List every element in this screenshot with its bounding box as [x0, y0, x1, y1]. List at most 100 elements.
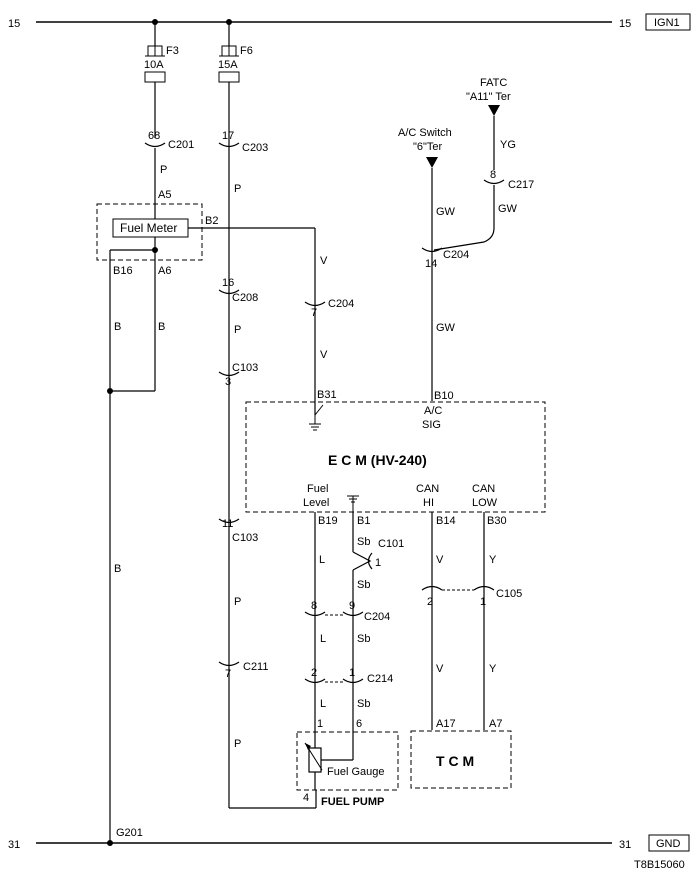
- ecm-module: B10 A/C SIG E C M (HV-240) Fuel Level CA…: [245, 390, 546, 527]
- tcm-module: T C M: [410, 730, 512, 789]
- c105-name: C105: [496, 588, 522, 600]
- c217-pin: 8: [490, 169, 496, 181]
- gnd-tag: GND: [656, 838, 681, 850]
- can-wires: V Y 2 1 C105 V Y A17 A7: [421, 512, 522, 730]
- ground-g201: G201: [116, 827, 143, 839]
- c204-gw-pin: 14: [425, 258, 437, 270]
- fuel-pump-label: FUEL PUMP: [321, 796, 384, 808]
- c208-name: C208: [232, 292, 258, 304]
- wire-p-f6-3: P: [234, 596, 241, 608]
- gnd-rail: 31 31 GND: [8, 834, 690, 852]
- c214-pair-pin-a: 2: [311, 667, 317, 679]
- ign1-tag: IGN1: [654, 17, 680, 29]
- c105-pin-a: 2: [427, 596, 433, 608]
- ecm-ac-sig-2: SIG: [422, 419, 441, 431]
- fuel-meter: Fuel Meter A5 B2 B16 A6 B B B G201: [96, 189, 315, 846]
- wire-v-label-1: V: [320, 255, 328, 267]
- wire-b-label-1: B: [114, 321, 121, 333]
- wire-l-label-3: L: [320, 698, 326, 710]
- fuel-meter-pin-b2: B2: [205, 215, 218, 227]
- ac-switch-input: A/C Switch "6"Ter GW 14 C204 GW: [398, 127, 469, 401]
- rail-bottom-number-right: 31: [619, 839, 631, 851]
- wire-yg-label: YG: [500, 139, 516, 151]
- wire-gw-fatc: GW: [498, 203, 518, 215]
- fuel-meter-label: Fuel Meter: [120, 221, 177, 235]
- rail-top-number-right: 15: [619, 18, 631, 30]
- fatc-input: FATC "A11" Ter YG 8 C217 GW: [433, 77, 534, 251]
- c203-name: C203: [242, 142, 268, 154]
- wire-y-can-low-2: Y: [489, 663, 497, 675]
- wire-l-label-1: L: [319, 554, 325, 566]
- c203-pin: 17: [222, 130, 234, 142]
- rail-bottom-number-left: 31: [8, 839, 20, 851]
- fuse-f6-name: F6: [240, 45, 253, 57]
- ac-switch-line2: "6"Ter: [413, 141, 443, 153]
- v-wire: V C204 7 V B31: [304, 228, 354, 431]
- ac-switch-line1: A/C Switch: [398, 127, 452, 139]
- ecm-pin-b14: B14: [436, 515, 456, 527]
- ecm-title: E C M (HV-240): [328, 452, 427, 468]
- c103a-name: C103: [232, 362, 258, 374]
- wire-b-label-3: B: [114, 563, 121, 575]
- c211-pin: 7: [225, 668, 231, 680]
- c201-pin: 68: [148, 130, 160, 142]
- c204-pair-name: C204: [364, 611, 390, 623]
- c204-gw-name: C204: [443, 249, 469, 261]
- wire-p-label: P: [160, 164, 167, 176]
- fuel-level-wire: L L L: [314, 512, 326, 747]
- ecm-ac-sig-1: A/C: [424, 405, 442, 417]
- c105-pin-b: 1: [480, 596, 486, 608]
- fuse-f3-rating: 10A: [144, 59, 164, 71]
- fuel-pump: 1 6 Fuel Gauge 4 FUEL PUMP: [296, 718, 399, 808]
- ecm-pin-b10: B10: [434, 390, 454, 402]
- c103b-pin: 11: [222, 518, 233, 530]
- f6-branch: F6 15A 17 C203 P 16 C208 P C103 3 11 C10…: [218, 19, 316, 809]
- fatc-line1: FATC: [480, 77, 507, 89]
- wire-p-f6-2: P: [234, 324, 241, 336]
- c103b-name: C103: [232, 532, 258, 544]
- c217-name: C217: [508, 179, 534, 191]
- fuel-meter-pin-a6: A6: [158, 265, 171, 277]
- f3-branch: F3 10A 68 C201 P: [144, 19, 194, 228]
- ecm-fuel-level-2: Level: [303, 497, 329, 509]
- c204-pair: 8 9 C204: [304, 600, 390, 623]
- ecm-can-hi-1: CAN: [416, 483, 439, 495]
- wire-sb-label-1: Sb: [357, 536, 370, 548]
- tcm-pin-a7: A7: [489, 718, 502, 730]
- fuel-pump-pin-1: 1: [317, 718, 323, 730]
- c103a-pin: 3: [225, 376, 231, 388]
- sb-wire: 1 C101 Sb Sb Sb Sb: [352, 512, 404, 760]
- c101-name: C101: [378, 538, 404, 550]
- ecm-pin-b31: B31: [317, 389, 337, 401]
- wire-p-f6-4: P: [234, 738, 241, 750]
- wire-sb-label-4: Sb: [357, 698, 370, 710]
- fuel-meter-pin-b16: B16: [113, 265, 133, 277]
- wire-v-label-2: V: [320, 349, 328, 361]
- wire-p-f6-1: P: [234, 183, 241, 195]
- ign1-rail: 15 15 IGN1: [8, 13, 691, 31]
- rail-top-number-left: 15: [8, 18, 20, 30]
- wire-l-label-2: L: [320, 633, 326, 645]
- ecm-pin-b30: B30: [487, 515, 507, 527]
- ecm-pin-b1: B1: [357, 515, 370, 527]
- wire-v-can-hi-2: V: [436, 663, 444, 675]
- c214-pair: 2 1 C214: [304, 667, 393, 685]
- c214-pair-pin-b: 1: [349, 667, 355, 679]
- c214-pair-name: C214: [367, 673, 393, 685]
- ecm-pin-b19: B19: [318, 515, 338, 527]
- wire-sb-label-2: Sb: [357, 579, 370, 591]
- fuse-f6-rating: 15A: [218, 59, 238, 71]
- c204-v-name: C204: [328, 298, 354, 310]
- ecm-fuel-level-1: Fuel: [307, 483, 328, 495]
- c201-name: C201: [168, 139, 194, 151]
- wire-sb-label-3: Sb: [357, 633, 370, 645]
- diagram-id: T8B15060: [634, 859, 685, 871]
- tcm-label: T C M: [436, 753, 474, 769]
- fuel-gauge-label: Fuel Gauge: [327, 766, 384, 778]
- fuel-pump-pin-4: 4: [303, 792, 309, 804]
- c208-pin: 16: [222, 277, 234, 289]
- wire-gw-label-2: GW: [436, 322, 456, 334]
- c211-name: C211: [243, 661, 268, 673]
- c204-pair-pin-b: 9: [349, 600, 355, 612]
- ecm-can-hi-2: HI: [423, 497, 434, 509]
